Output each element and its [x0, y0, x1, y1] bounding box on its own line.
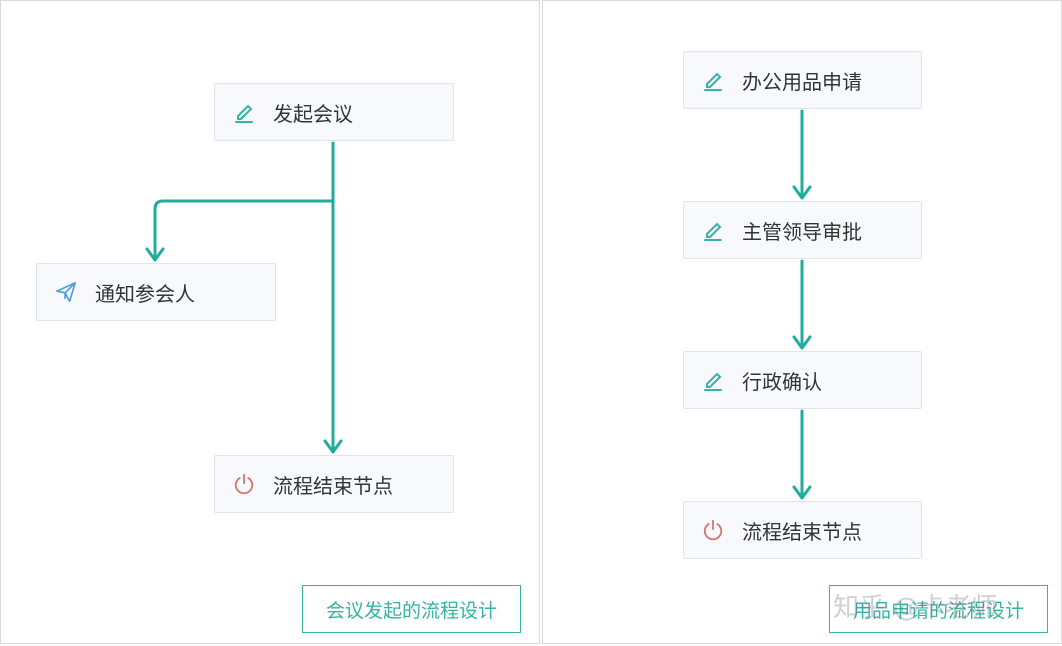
- pencil-icon: [704, 72, 722, 91]
- node-flow-end[interactable]: 流程结束节点: [683, 501, 922, 559]
- pencil-icon: [704, 372, 722, 391]
- node-start-meeting[interactable]: 发起会议: [214, 83, 454, 141]
- pencil-icon: [235, 104, 253, 123]
- paper-plane-icon: [56, 282, 76, 302]
- edge-arrowhead: [792, 485, 812, 500]
- node-manager-approval[interactable]: 主管领导审批: [683, 201, 922, 259]
- diagram-caption: 会议发起的流程设计: [302, 585, 521, 633]
- edge-start-to-notify: [153, 199, 333, 261]
- node-label: 办公用品申请: [742, 69, 862, 94]
- power-icon: [234, 473, 254, 495]
- node-label: 行政确认: [742, 369, 822, 394]
- node-label: 发起会议: [273, 101, 353, 126]
- pencil-icon: [704, 222, 722, 241]
- right-flow-edges: [792, 109, 812, 500]
- power-icon: [703, 519, 723, 541]
- left-diagram-panel: 发起会议 通知参会人 流程结束节点 会议发起的流程设计: [0, 0, 540, 644]
- node-label: 流程结束节点: [273, 473, 393, 498]
- edge-arrowhead: [792, 335, 812, 350]
- edge-arrowhead: [792, 185, 812, 200]
- node-admin-confirmation[interactable]: 行政确认: [683, 351, 922, 409]
- node-flow-end[interactable]: 流程结束节点: [214, 455, 454, 513]
- node-label: 主管领导审批: [742, 219, 862, 244]
- right-diagram-panel: 办公用品申请 主管领导审批 行政确认 流程结束节点 用品申请的流程设计: [542, 0, 1062, 644]
- node-label: 通知参会人: [95, 281, 195, 306]
- left-flow-edges: [145, 141, 343, 454]
- node-label: 流程结束节点: [742, 519, 862, 544]
- edge-notify-arrowhead: [145, 247, 165, 262]
- node-office-supplies-request[interactable]: 办公用品申请: [683, 51, 922, 109]
- diagram-caption: 用品申请的流程设计: [829, 585, 1048, 633]
- edge-end-arrowhead: [323, 439, 343, 454]
- node-notify-participants[interactable]: 通知参会人: [36, 263, 276, 321]
